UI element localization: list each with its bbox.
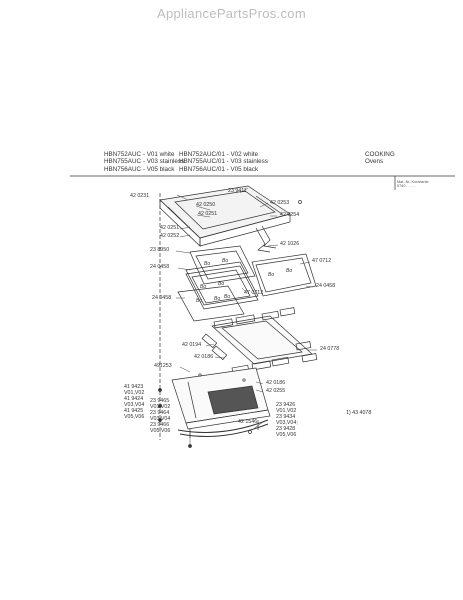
callout-label: 47 0712 — [244, 290, 264, 296]
callout-label: V03,V04 — [124, 402, 145, 408]
glass-panel-lower: Bo Bo — [177, 285, 245, 322]
callout-label: 42 0250 — [196, 202, 216, 208]
callout-label: 47 0712 — [312, 258, 332, 264]
callout-label: 23 9411 — [228, 188, 247, 194]
category-title: COOKING — [365, 151, 395, 158]
callout-label: 42 0255 — [266, 388, 286, 394]
leader-lines — [175, 187, 317, 444]
callout-label: 23 9466 — [150, 422, 170, 428]
callout-label: V03,V04; — [276, 420, 298, 426]
door-frame — [159, 185, 291, 247]
glass-panel-right: Bo Bo — [251, 253, 317, 297]
svg-text:Bo: Bo — [222, 258, 228, 264]
callout-label: 42 0252 — [160, 233, 180, 239]
callout-label: 42 0231 — [130, 193, 150, 199]
table-hint: Mat.-Nr. Konstante 5740 . . . . . — [397, 180, 429, 189]
watermark: AppliancePartsPros.com — [157, 6, 306, 21]
inner-door-panel — [171, 367, 271, 430]
callout-label: 24 0458 — [316, 283, 336, 289]
subcategory-title: Ovens — [365, 158, 384, 166]
callout-label: V01,V02 — [276, 408, 297, 414]
callout-label: V05,V06 — [150, 428, 171, 434]
svg-text:Bo: Bo — [214, 296, 220, 302]
callout-label: V05,V06 — [124, 414, 145, 420]
callout-label: 42 1026 — [280, 241, 300, 247]
hinge-bracket — [255, 225, 277, 253]
screws — [158, 200, 302, 448]
callout-label: 41 9423 — [124, 384, 144, 390]
spacer-frame — [201, 307, 318, 375]
callout-label: 42 0251 — [198, 211, 218, 217]
model-line: HBN752AUC/01 - V02 white — [179, 151, 259, 158]
callout-label: V05,V06 — [276, 432, 297, 438]
callout-label: V03,V04 — [150, 416, 171, 422]
callout-label: 42 0253 — [270, 200, 290, 206]
table-hint-1: Mat.-Nr. Konstante — [397, 180, 429, 184]
svg-text:Bo: Bo — [200, 284, 206, 290]
callout-label: V01,V02 — [150, 404, 171, 410]
callout-label: 23 9464 — [150, 410, 170, 416]
svg-text:Bo: Bo — [204, 261, 210, 267]
callout-group-mid: 23 9465 V01,V02 23 9464 V03,V04 23 9466 … — [150, 398, 170, 434]
model-list-2: HBN752AUC/01 - V02 white HBN755AUC/01 - … — [179, 151, 268, 173]
callout-label: 42 0194 — [182, 342, 202, 348]
callout-label: 41 9425 — [124, 408, 144, 414]
model-line: HBN755AUC/01 - V03 stainless — [179, 158, 268, 166]
svg-text:Bo: Bo — [224, 294, 230, 300]
callout-label: V01,V02 — [124, 390, 145, 396]
model-line: HBN755AUC - V03 stainless — [104, 158, 185, 166]
model-line: HBN752AUC - V01 white — [104, 151, 175, 158]
callout-group-right: 23 9426 V01,V02 23 9434 V03,V04; 23 9428… — [276, 402, 298, 438]
callout-label: 42 0254 — [280, 212, 300, 218]
callout-label: 42 0186 — [266, 380, 286, 386]
callout-label: 24 0458 — [152, 295, 172, 301]
callout-label: 24 0778 — [320, 346, 340, 352]
callout-label: 491253 — [154, 363, 172, 369]
table-hint-2: 5740 . . . . . — [397, 184, 416, 189]
callout-label: 42 0186 — [194, 354, 214, 360]
glass-panel-upper: Bo Bo — [189, 245, 256, 285]
callout-label: 42 1546 — [238, 419, 258, 425]
callout-label: 41 9424 — [124, 396, 144, 402]
svg-text:Bo: Bo — [218, 281, 224, 287]
callout-label: 23 9428 — [276, 426, 296, 432]
model-line: HBN756AUC - V05 black — [104, 165, 175, 173]
svg-text:Bo: Bo — [268, 272, 274, 278]
svg-text:Bo: Bo — [286, 268, 292, 274]
category-block: COOKING Ovens — [365, 151, 395, 166]
callout-group-left: 41 9423 V01,V02 41 9424 V03,V04 41 9425 … — [124, 384, 144, 420]
callout-label: 42 0251 — [160, 225, 180, 231]
callout-label: 23 8950 — [150, 247, 170, 253]
svg-text:Bo: Bo — [196, 298, 202, 304]
callout-label: 23 9434 — [276, 414, 296, 420]
callout-label: 24 0458 — [150, 264, 170, 270]
model-list-1: HBN752AUC - V01 white HBN755AUC - V03 st… — [104, 151, 184, 173]
callout-label: 23 9465 — [150, 398, 170, 404]
callout-label: 23 9426 — [276, 402, 296, 408]
model-line: HBN756AUC/01 - V05 black — [179, 165, 259, 173]
callout-label: 1) 43 4078 — [346, 410, 372, 416]
glass-panel-stack: Bo Bo Bo — [185, 261, 259, 310]
